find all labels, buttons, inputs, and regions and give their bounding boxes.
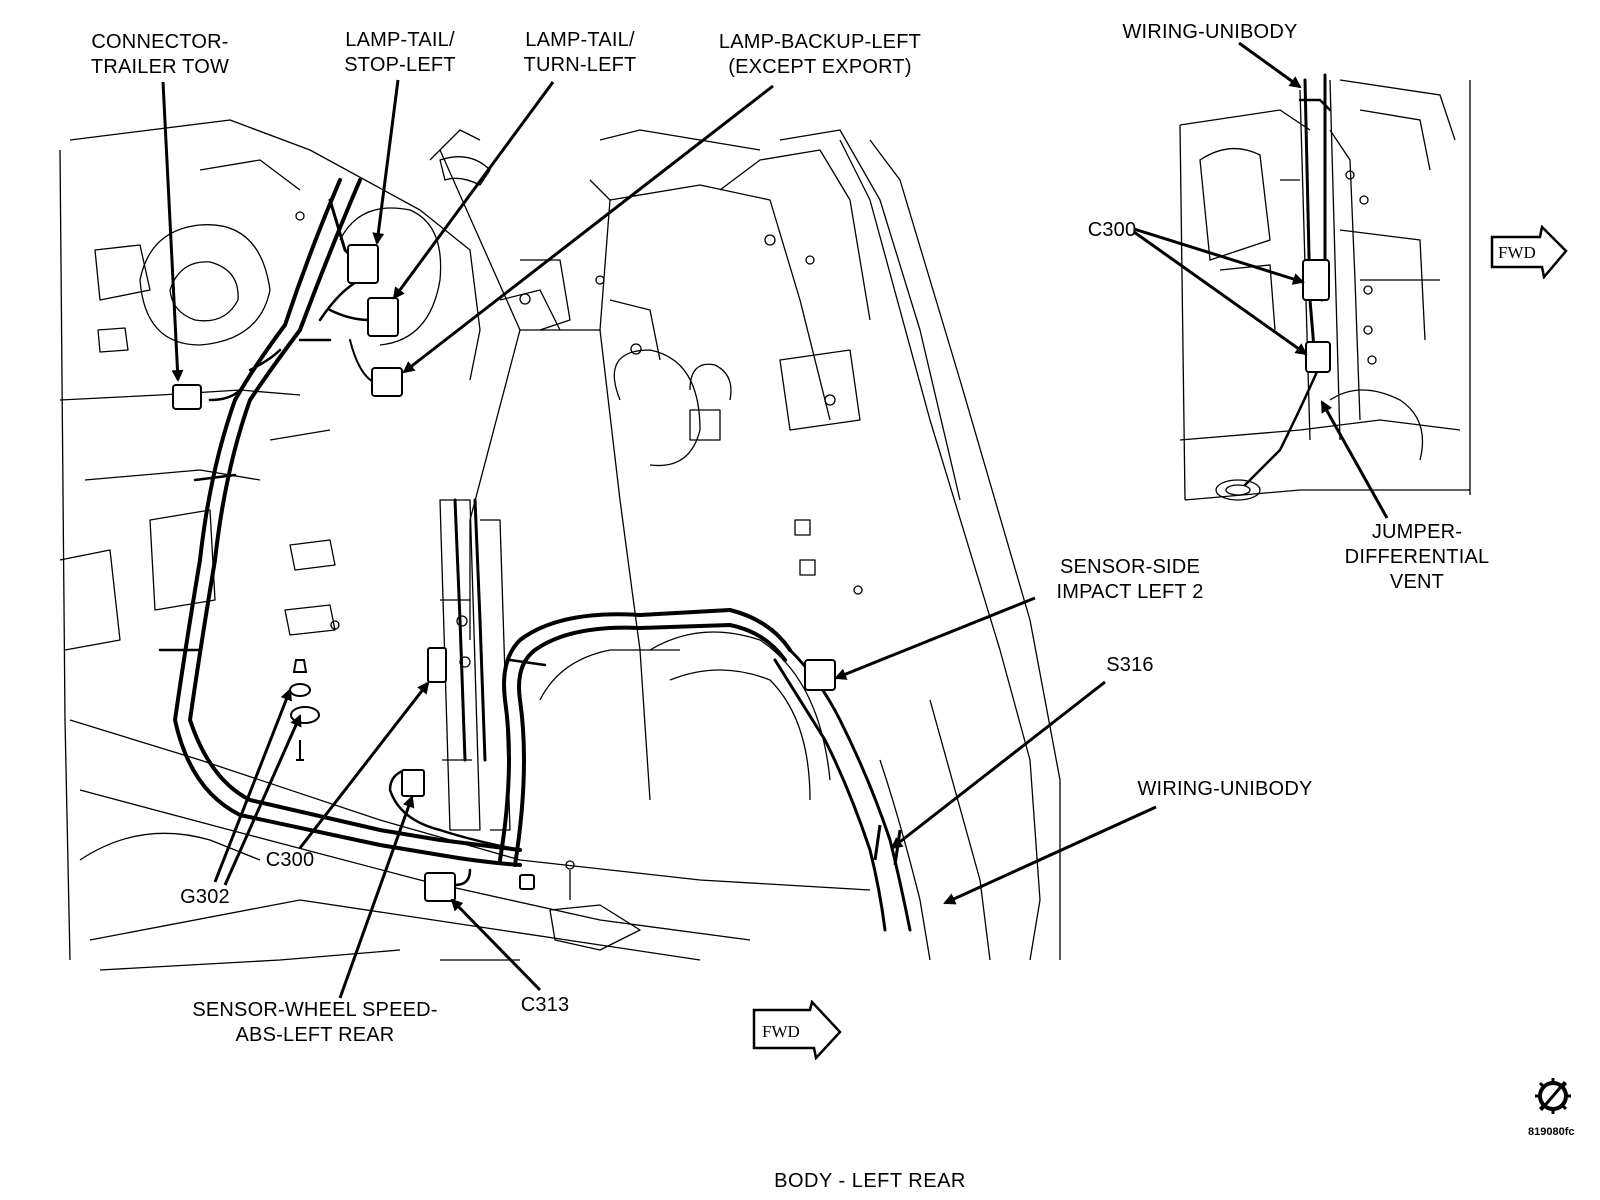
label-wiring-unibody-top: WIRING-UNIBODY [1110, 20, 1310, 45]
label-sensor-side-impact-left-2: SENSOR-SIDE IMPACT LEFT 2 [1040, 555, 1220, 605]
label-line: DIFFERENTIAL [1344, 546, 1490, 568]
fwd-arrow-main: FWD [752, 1000, 842, 1060]
label-lamp-tail-turn-left: LAMP-TAIL/ TURN-LEFT [510, 28, 650, 78]
label-line: WIRING-UNIBODY [1122, 21, 1298, 43]
label-line: G302 [180, 886, 230, 908]
fwd-arrow-main-label: FWD [762, 1022, 800, 1041]
leader-arrows [161, 41, 1389, 999]
label-line: JUMPER- [1371, 521, 1463, 543]
leader-c300-top-b [1133, 230, 1308, 356]
label-jumper-differential-vent: JUMPER- DIFFERENTIAL VENT [1327, 520, 1507, 595]
section-symbol-icon [1535, 1078, 1571, 1114]
label-line: S316 [1106, 654, 1154, 676]
figure-id: 819080fc [1528, 1126, 1575, 1138]
label-line: TRAILER TOW [90, 56, 230, 78]
label-line: (EXCEPT EXPORT) [728, 56, 912, 78]
label-line: VENT [1389, 571, 1445, 593]
leader-lamp-tail-turn [392, 81, 555, 300]
connector-backup-body [371, 367, 403, 397]
connector-wheel-speed-body [401, 769, 425, 797]
leader-g302-b [223, 714, 302, 886]
label-c300-bottom: C300 [255, 848, 325, 873]
leader-connector-trailer-tow [161, 81, 184, 382]
ground-nut [292, 659, 308, 673]
connector-small-clip [519, 874, 535, 890]
body-panel-outlines [59, 119, 1061, 971]
fwd-arrow-inset-label: FWD [1498, 243, 1536, 262]
label-line: LAMP-TAIL/ [345, 29, 455, 51]
label-wiring-unibody-bottom: WIRING-UNIBODY [1120, 777, 1330, 802]
leader-wiring-unibody-bottom [943, 805, 1157, 905]
connector-tail-stop-body [347, 244, 379, 284]
fwd-arrow-inset: FWD [1490, 225, 1568, 279]
leader-g302-a [213, 688, 292, 883]
label-line: LAMP-TAIL/ [525, 29, 635, 51]
label-line: LAMP-BACKUP-LEFT [718, 31, 922, 53]
label-line: STOP-LEFT [344, 54, 456, 76]
leader-c300-top-a [1133, 227, 1305, 285]
wiring-harness-main [158, 178, 912, 932]
label-lamp-backup-left: LAMP-BACKUP-LEFT (EXCEPT EXPORT) [700, 30, 940, 80]
leader-c300-bottom [298, 681, 430, 849]
connector-side-impact-body [804, 659, 836, 691]
label-line: C313 [520, 994, 570, 1016]
label-s316: S316 [1100, 653, 1160, 678]
label-line: WIRING-UNIBODY [1137, 778, 1313, 800]
label-line: SENSOR-WHEEL SPEED- [192, 999, 438, 1021]
label-line: IMPACT LEFT 2 [1056, 581, 1204, 603]
leader-lamp-tail-stop [372, 79, 400, 245]
connector-c300-body [427, 647, 447, 683]
label-line: C300 [1087, 219, 1137, 241]
label-c300-top: C300 [1082, 218, 1142, 243]
label-line: SENSOR-SIDE [1059, 556, 1200, 578]
leader-lamp-backup [402, 84, 774, 374]
ground-eyelet-lower [290, 706, 320, 724]
label-connector-trailer-tow: CONNECTOR- TRAILER TOW [80, 30, 240, 80]
connector-tail-turn-body [367, 297, 399, 337]
label-g302: G302 [170, 885, 240, 910]
leader-wiring-unibody-top [1238, 41, 1302, 89]
label-line: ABS-LEFT REAR [235, 1024, 395, 1046]
inset-view-panels [1179, 79, 1471, 501]
connector-trailer-tow-body [172, 384, 202, 410]
label-lamp-tail-stop-left: LAMP-TAIL/ STOP-LEFT [330, 28, 470, 78]
inset-connectors [1302, 259, 1331, 373]
leader-c313 [450, 898, 542, 992]
leader-sensor-side-impact [834, 596, 1036, 680]
leader-s316 [890, 680, 1106, 850]
leader-sensor-wheel-speed [338, 795, 415, 999]
label-line: TURN-LEFT [523, 54, 637, 76]
connector-c313-body [424, 872, 456, 902]
label-line: C300 [265, 849, 315, 871]
label-line: CONNECTOR- [91, 31, 229, 53]
ground-eyelet-upper [289, 683, 311, 697]
label-c313: C313 [515, 993, 575, 1018]
leader-jumper-differential [1320, 400, 1389, 519]
label-sensor-wheel-speed-abs-left-rear: SENSOR-WHEEL SPEED- ABS-LEFT REAR [170, 998, 460, 1048]
diagram-caption: BODY - LEFT REAR [774, 1170, 966, 1192]
